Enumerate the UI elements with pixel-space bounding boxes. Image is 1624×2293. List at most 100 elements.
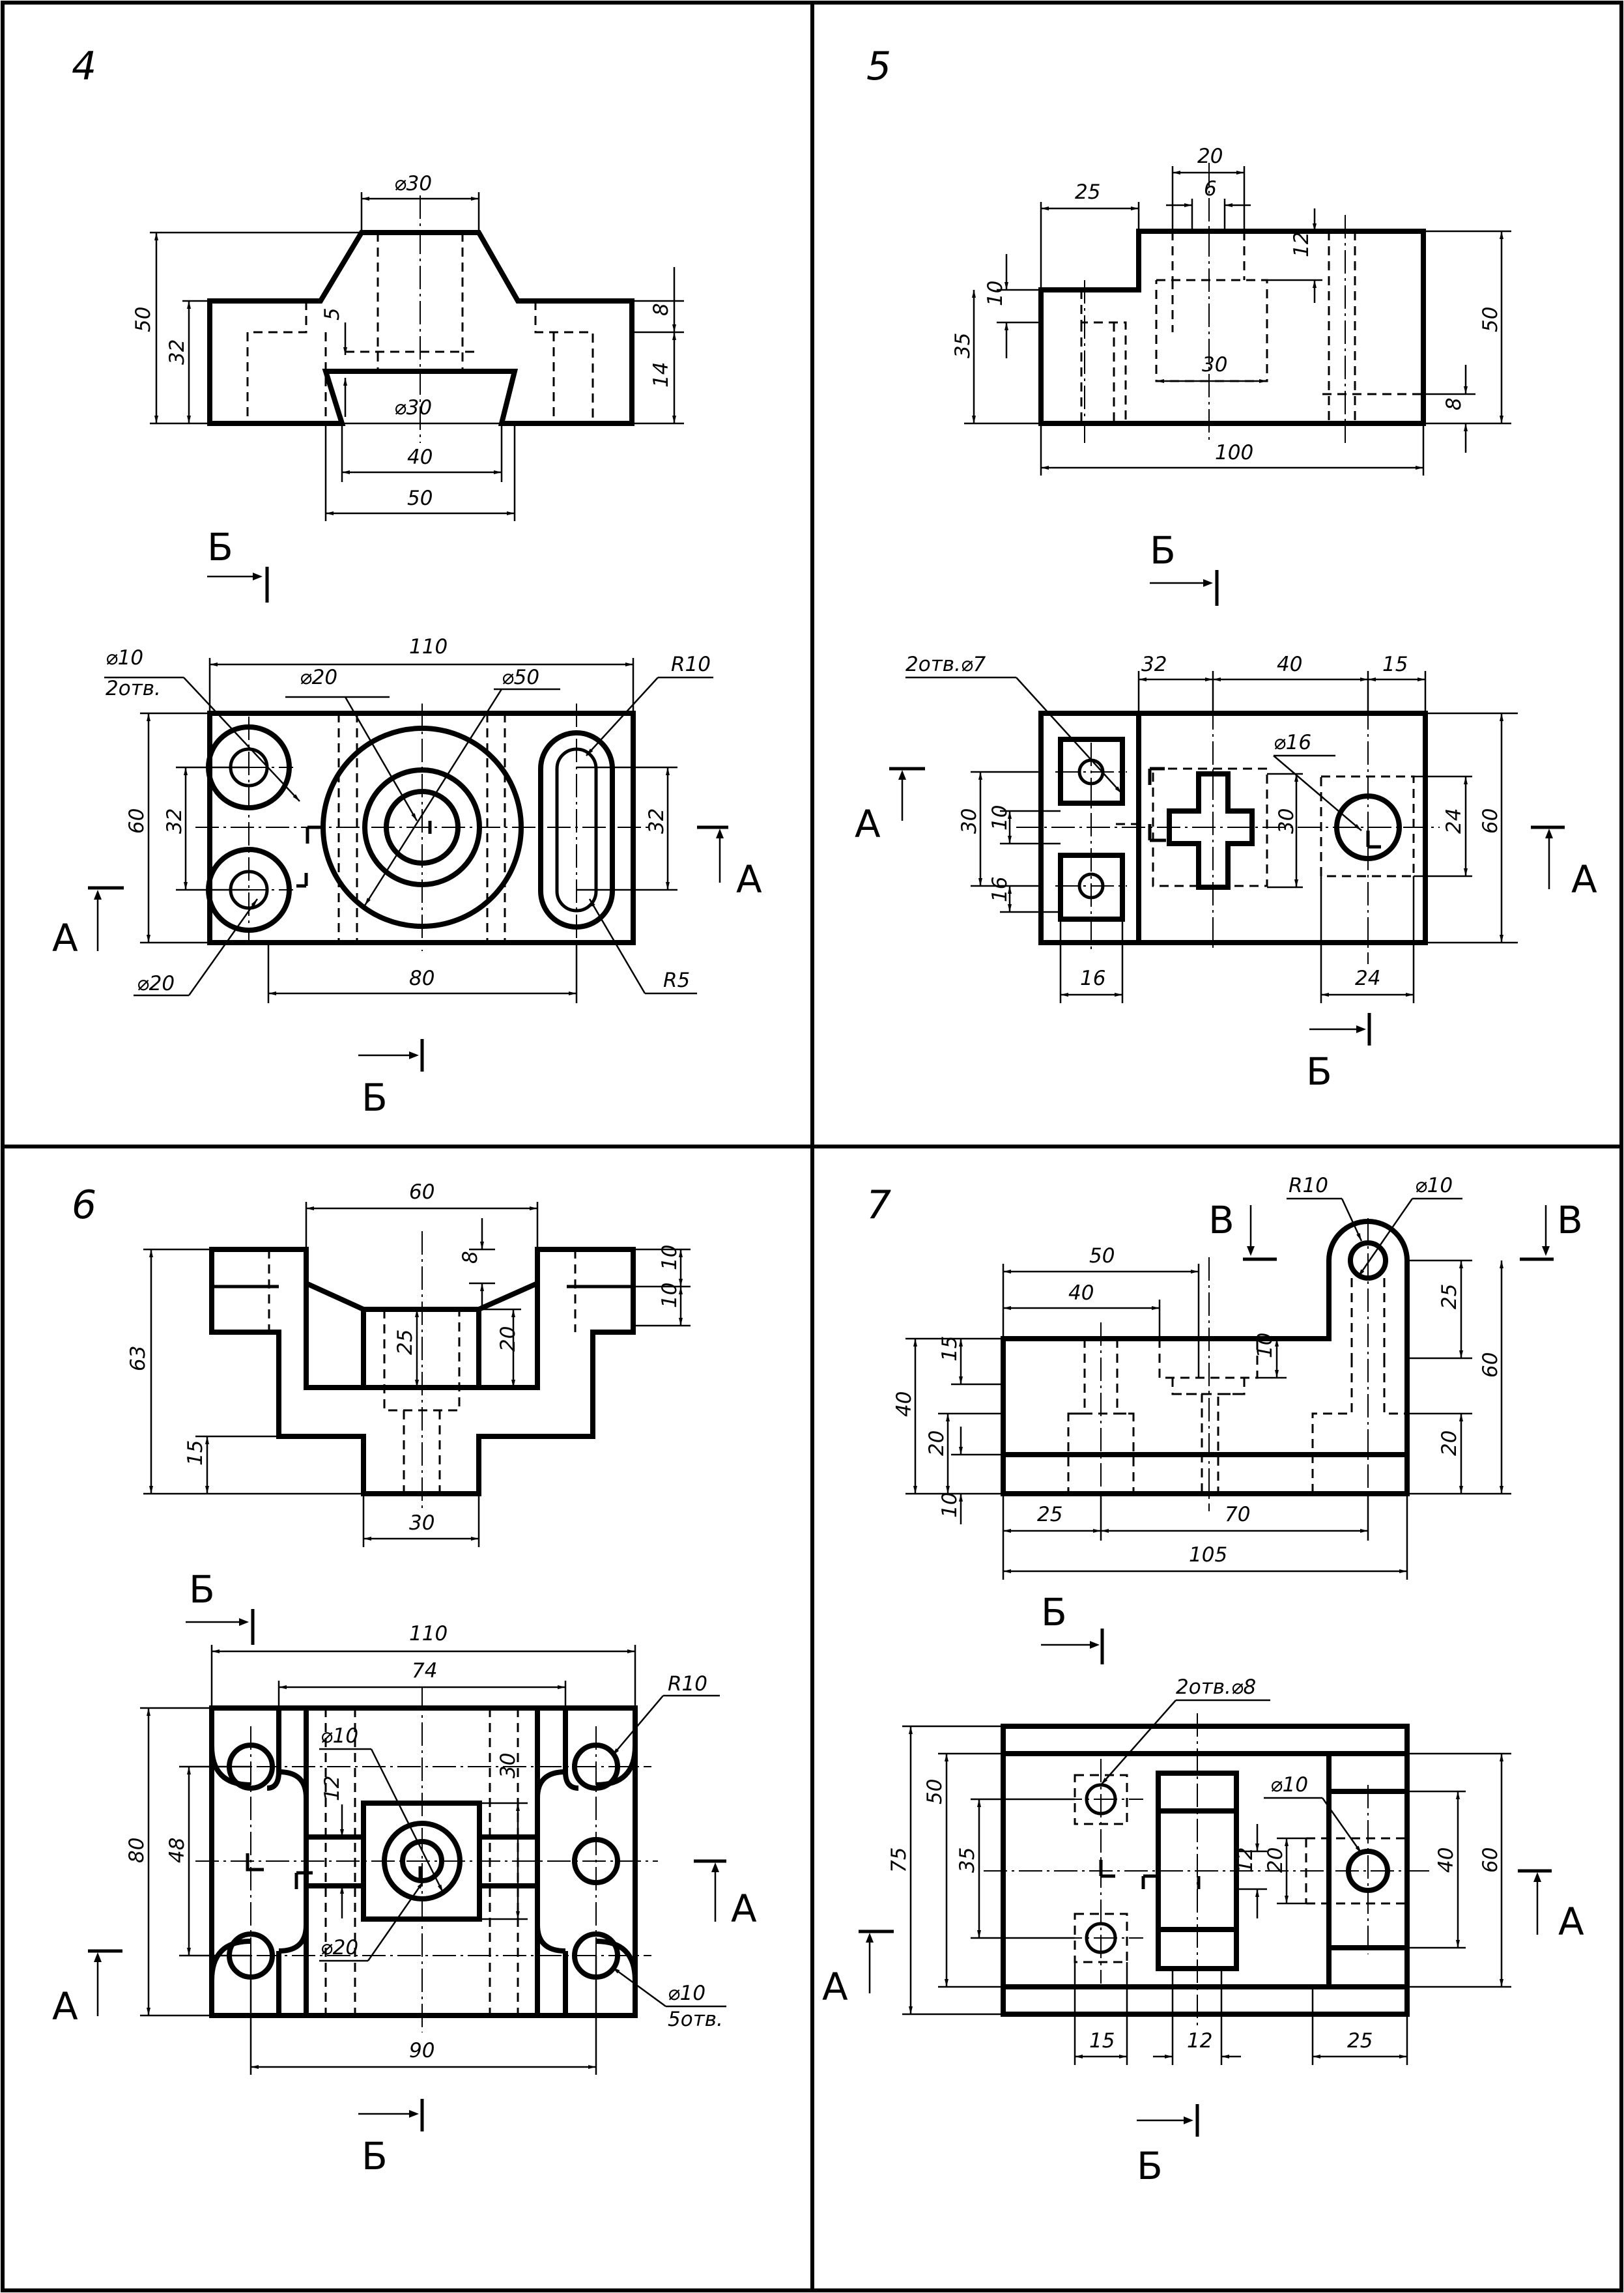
p6-dim-d20: ⌀20 [321,1936,358,1959]
p5-section-b-bottom: Б [1306,1013,1371,1094]
section-label-b: Б [1041,1590,1067,1634]
p5-dim-2holes-d7: 2отв.⌀7 [905,653,986,676]
p5-dim-8: 8 [1442,397,1466,410]
p6-dim-80: 80 [125,1838,149,1863]
p6-dim-30: 30 [496,1753,520,1778]
p4-dim-14: 14 [649,362,673,388]
p7-front-view: R10 ⌀10 50 40 15 10 25 40 20 60 20 10 25… [892,1174,1511,1580]
p7-dim-60-height: 60 [1479,1847,1502,1873]
p7-dim-d10: ⌀10 [1415,1174,1453,1197]
panel-number-6: 6 [72,1182,96,1228]
p6-dim-20: 20 [496,1326,520,1352]
panel-5: 25 20 6 12 10 35 30 50 8 100 Б [855,145,1597,1094]
p4-dim-d10: ⌀10 [106,646,143,670]
p5-dim-25: 25 [1075,180,1100,204]
section-label-b: Б [362,1075,388,1120]
p6-dim-d10-center: ⌀10 [321,1724,358,1748]
p4-dim-d50: ⌀50 [502,666,539,689]
p7-dim-40-height: 40 [1434,1847,1458,1873]
p4-dim-d20-holes: ⌀20 [137,972,175,995]
p7-dim-20-right: 20 [1438,1431,1461,1456]
p7-dim-25-width: 25 [1037,1503,1062,1526]
p5-dim-16-left: 16 [988,877,1012,902]
p6-dim-60: 60 [409,1180,434,1204]
p7-dim-20-left: 20 [925,1431,948,1456]
p6-dim-10-top: 10 [658,1245,681,1270]
p5-dim-32: 32 [1141,653,1167,676]
p6-section-a-marks: А А [52,1859,757,2029]
p7-dim-50-height: 50 [923,1779,947,1804]
p7-dim-2holes-d8: 2отв.⌀8 [1176,1675,1256,1699]
section-label-a: А [1571,857,1597,902]
p7-dim-105: 105 [1189,1543,1227,1567]
p7-dim-10-bottom: 10 [938,1492,962,1518]
p5-top-view: 2отв.⌀7 32 40 15 ⌀16 30 10 16 30 24 60 1… [905,653,1518,1003]
p5-dim-12: 12 [1290,232,1313,257]
panel-number-5: 5 [866,44,891,89]
p4-dim-2holes: 2отв. [106,677,161,700]
p4-dim-32-height: 32 [165,339,189,365]
p7-section-a-marks: А А [822,1869,1584,2009]
p7-dim-75: 75 [887,1847,911,1873]
panel-7: В В [822,1174,1584,2188]
p6-dim-8: 8 [459,1251,482,1264]
section-label-b: Б [189,1567,215,1612]
p5-dim-100: 100 [1215,441,1253,464]
p7-dim-d10-top: ⌀10 [1270,1773,1308,1797]
p4-dim-32-right: 32 [645,808,668,834]
section-label-a: А [822,1965,848,2009]
p7-dim-25-width: 25 [1347,2029,1373,2053]
section-label-b: Б [1137,2144,1163,2188]
p7-section-v-marks: В В [1208,1198,1583,1261]
p5-dim-15: 15 [1382,653,1408,676]
p6-dim-74: 74 [412,1659,437,1683]
section-label-a: А [52,916,78,960]
p4-dim-110: 110 [409,635,448,659]
section-label-b: Б [1306,1049,1332,1094]
p7-dim-10-top: 10 [1253,1333,1277,1358]
section-label-a: А [736,857,762,902]
p5-front-view: 25 20 6 12 10 35 30 50 8 100 [951,145,1511,476]
p5-dim-30-left: 30 [958,808,981,834]
p5-dim-d16: ⌀16 [1274,731,1311,754]
panel-number-4: 4 [72,44,96,89]
p5-dim-24-right: 24 [1442,808,1466,834]
section-label-a: А [855,802,881,846]
p4-dim-40: 40 [407,446,433,469]
p6-dim-48: 48 [165,1838,189,1863]
p4-dim-8: 8 [649,303,673,316]
p5-dim-10: 10 [984,281,1007,306]
section-label-v: В [1208,1198,1234,1242]
panel-number-7: 7 [866,1182,891,1228]
p4-dim-d30-top: ⌀30 [394,172,432,195]
section-label-a: А [52,1984,78,2029]
p6-dim-12: 12 [321,1776,344,1801]
p6-dim-d10-holes: ⌀10 [668,1982,705,2005]
p4-dim-r10: R10 [671,653,711,676]
p4-dim-d30-slot: ⌀30 [394,396,432,420]
p7-dim-70: 70 [1225,1503,1250,1526]
panel-6: 60 8 10 10 63 25 20 15 30 Б [52,1180,757,2178]
p5-dim-60: 60 [1479,808,1502,834]
p5-section-a-marks: А А [855,767,1597,902]
p7-dim-15-width: 15 [1089,2029,1115,2053]
p5-dim-10-left: 10 [988,805,1012,831]
p4-dim-r5: R5 [663,969,690,992]
p6-dim-5holes: 5отв. [668,2008,723,2031]
p6-section-b-top: Б [186,1567,255,1645]
p6-dim-90: 90 [409,2039,434,2062]
p7-dim-40-height: 40 [892,1391,916,1417]
p7-top-view: 2отв.⌀8 ⌀10 75 50 35 12 20 40 60 15 12 2… [887,1675,1511,2065]
p6-dim-15: 15 [184,1440,207,1466]
p5-dim-50: 50 [1479,307,1502,332]
p4-section-b-top: Б [207,525,269,603]
p4-dim-d20-inner: ⌀20 [300,666,337,689]
panel-4: ⌀30 50 32 5 8 14 ⌀30 40 50 Б [52,172,762,1120]
p5-section-b-top: Б [1150,528,1219,606]
p4-section-b-bottom: Б [358,1039,424,1120]
p4-dim-50-width: 50 [407,487,433,510]
p7-dim-12-height: 12 [1234,1847,1257,1873]
p7-dim-15: 15 [938,1336,962,1361]
